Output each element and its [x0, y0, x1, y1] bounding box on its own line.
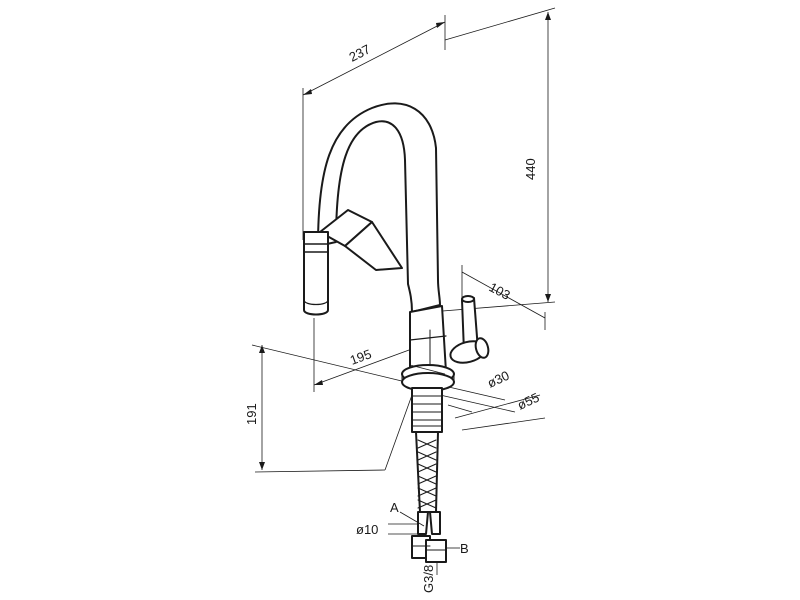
- hose-callouts: A B ø10 G3/8: [356, 500, 469, 593]
- label-440: 440: [523, 158, 538, 180]
- label-191: 191: [244, 403, 259, 425]
- dimension-base-to-head: 195: [313, 318, 421, 392]
- dimension-spout-reach: 237: [302, 15, 446, 240]
- label-103: 103: [487, 279, 513, 302]
- dimension-total-height: 440: [429, 7, 556, 313]
- label-g38: G3/8: [421, 565, 436, 593]
- label-195: 195: [348, 346, 374, 368]
- faucet-spout: [303, 102, 441, 316]
- label-d55: ø55: [515, 390, 542, 413]
- label-hose-b: B: [460, 541, 469, 556]
- lever-handle: [449, 295, 490, 364]
- faucet-body: [401, 295, 490, 392]
- label-d30: ø30: [485, 368, 512, 391]
- dimension-under-counter: 191: [244, 344, 413, 473]
- braided-hoses: [411, 431, 447, 563]
- dimension-diameters: ø30 ø55: [439, 368, 546, 431]
- label-hose-a: A: [390, 500, 399, 515]
- threaded-shank: [411, 387, 443, 433]
- label-d10: ø10: [356, 522, 378, 537]
